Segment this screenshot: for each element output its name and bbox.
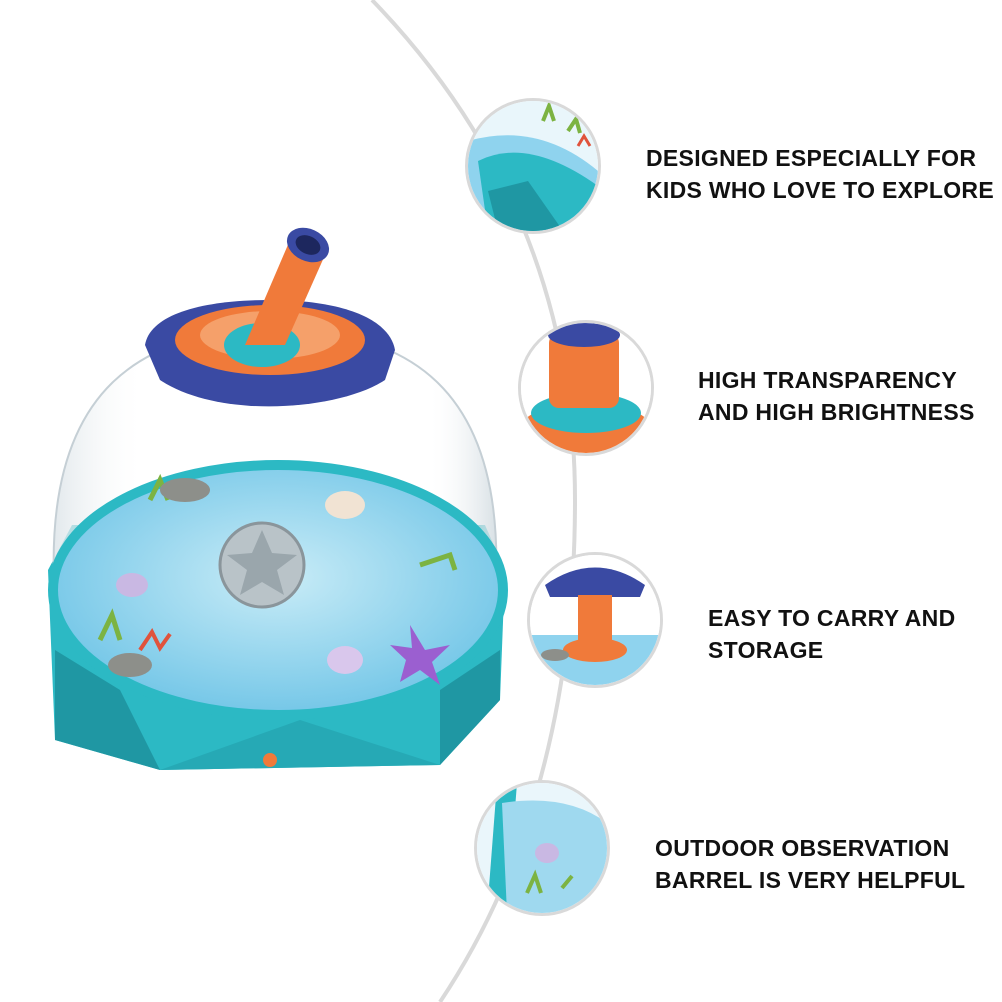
feature-4-line-2: BARREL IS VERY HELPFUL bbox=[655, 867, 966, 893]
feature-2-line-1: HIGH TRANSPARENCY bbox=[698, 367, 957, 393]
feature-badge-2 bbox=[518, 320, 654, 456]
feature-text-2: HIGH TRANSPARENCY AND HIGH BRIGHTNESS bbox=[698, 364, 975, 428]
sea-floor-scene bbox=[48, 460, 508, 720]
feature-1-line-2: KIDS WHO LOVE TO EXPLORE bbox=[646, 177, 994, 203]
feature-badge-4 bbox=[474, 780, 610, 916]
feature-4-line-1: OUTDOOR OBSERVATION bbox=[655, 835, 950, 861]
feature-badge-3 bbox=[527, 552, 663, 688]
eyepiece-closeup-icon bbox=[521, 323, 651, 453]
dome-base-closeup-icon bbox=[468, 101, 598, 231]
feature-3-line-2: STORAGE bbox=[708, 637, 824, 663]
feature-text-1: DESIGNED ESPECIALLY FOR KIDS WHO LOVE TO… bbox=[646, 142, 994, 206]
feature-2-line-2: AND HIGH BRIGHTNESS bbox=[698, 399, 975, 425]
feature-1-line-1: DESIGNED ESPECIALLY FOR bbox=[646, 145, 977, 171]
bug-viewer-product-image bbox=[48, 227, 508, 770]
feature-text-3: EASY TO CARRY AND STORAGE bbox=[708, 602, 956, 666]
feature-3-line-1: EASY TO CARRY AND bbox=[708, 605, 956, 631]
feature-text-4: OUTDOOR OBSERVATION BARREL IS VERY HELPF… bbox=[655, 832, 965, 896]
observation-barrel-closeup-icon bbox=[477, 783, 607, 913]
feature-badge-1 bbox=[465, 98, 601, 234]
navy-lid-with-eyepiece bbox=[145, 227, 395, 407]
handle-closeup-icon bbox=[530, 555, 660, 685]
